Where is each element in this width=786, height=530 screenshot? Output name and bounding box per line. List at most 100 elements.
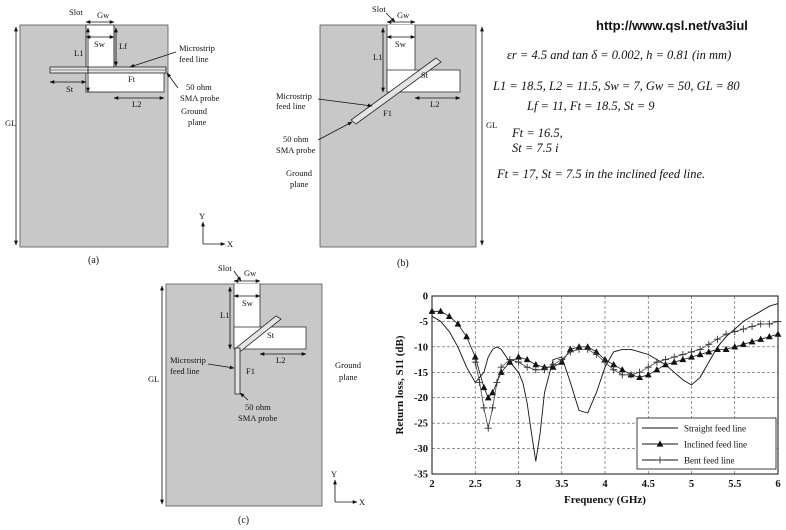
point-inclined-feed-line xyxy=(515,353,522,360)
x-tick-label: 2 xyxy=(429,479,434,490)
point-bent-feed-line xyxy=(696,345,704,353)
point-inclined-feed-line xyxy=(653,366,661,373)
x-tick-label: 5.5 xyxy=(728,479,741,490)
point-bent-feed-line xyxy=(480,404,488,412)
axis-y-c: Y xyxy=(331,469,337,479)
point-inclined-feed-line xyxy=(714,345,721,352)
point-inclined-feed-line xyxy=(437,307,445,314)
legend-label-bent-feed-line: Bent feed line xyxy=(684,456,734,466)
y-tick-label: -35 xyxy=(414,470,428,481)
x-tick-label: 2.5 xyxy=(469,479,482,490)
point-bent-feed-line xyxy=(575,345,583,353)
label-slot-b: Slot xyxy=(372,4,386,14)
point-bent-feed-line xyxy=(493,378,501,386)
legend-marker-bent-feed-line xyxy=(656,456,664,464)
point-bent-feed-line xyxy=(515,358,522,366)
point-inclined-feed-line xyxy=(445,312,453,319)
point-inclined-feed-line xyxy=(454,320,462,327)
label-f1-c: F1 xyxy=(246,366,255,376)
caption-c: (c) xyxy=(238,515,249,526)
point-bent-feed-line xyxy=(471,358,479,366)
caption-b: (b) xyxy=(397,258,409,269)
legend-label-inclined-feed-line: Inclined feed line xyxy=(684,440,747,450)
point-inclined-feed-line xyxy=(705,348,713,355)
equation-line-2: L1 = 18.5, L2 = 11.5, Sw = 7, Gw = 50, G… xyxy=(492,79,740,93)
panel-b: Slot Gw Sw L1 St L2 F1 GL Microstrip fee… xyxy=(276,4,497,269)
legend-marker-inclined-feed-line xyxy=(656,440,664,447)
label-l1-c: L1 xyxy=(220,310,229,320)
point-inclined-feed-line xyxy=(757,335,765,342)
point-bent-feed-line xyxy=(476,378,484,386)
label-ft-a: Ft xyxy=(128,74,136,84)
point-bent-feed-line xyxy=(610,366,618,374)
point-bent-feed-line xyxy=(722,330,730,338)
point-bent-feed-line xyxy=(566,348,574,356)
y-tick-label: -30 xyxy=(414,444,428,455)
point-inclined-feed-line xyxy=(696,350,704,358)
label-probe1-a: 50 ohm xyxy=(186,82,212,92)
label-feed2-c: feed line xyxy=(170,366,200,376)
x-axis-label: Frequency (GHz) xyxy=(564,494,646,506)
inclined-feed-b xyxy=(350,57,442,125)
label-probe2-a: SMA probe xyxy=(180,93,220,103)
label-probe1-c: 50 ohm xyxy=(245,402,271,412)
y-tick-label: -25 xyxy=(414,419,428,430)
point-bent-feed-line xyxy=(497,363,505,371)
x-tick-label: 4.5 xyxy=(642,479,655,490)
x-tick-label: 6 xyxy=(775,479,780,490)
x-tick-label: 3 xyxy=(516,479,521,490)
chart-series xyxy=(428,303,782,462)
equation-line-1: εr = 4.5 and tan δ = 0.002, h = 0.81 (in… xyxy=(507,48,731,62)
point-bent-feed-line xyxy=(739,325,747,333)
point-inclined-feed-line xyxy=(679,355,687,363)
point-inclined-feed-line xyxy=(480,383,488,391)
source-url: http://www.qsl.net/va3iul xyxy=(596,18,748,33)
label-l2-a: L2 xyxy=(132,99,141,109)
equation-line-6: Ft = 17, St = 7.5 in the inclined feed l… xyxy=(496,167,705,181)
label-st-a: St xyxy=(66,84,74,94)
label-gw-a: Gw xyxy=(97,10,110,20)
point-bent-feed-line xyxy=(506,356,514,364)
panel-c: Slot Gw Sw L1 St L2 F1 GL Microstrip fee… xyxy=(148,263,365,526)
point-inclined-feed-line xyxy=(644,371,652,378)
label-feed1-a: Microstrip xyxy=(179,43,215,53)
point-bent-feed-line xyxy=(713,335,721,343)
label-ground2-a: plane xyxy=(188,117,207,127)
plot-frame xyxy=(431,295,779,475)
point-bent-feed-line xyxy=(523,363,531,371)
axis-y-a: Y xyxy=(199,211,205,221)
label-ft-b: F1 xyxy=(383,108,392,118)
point-bent-feed-line xyxy=(679,350,687,358)
point-bent-feed-line xyxy=(765,320,773,328)
label-probe1-b: 50 ohm xyxy=(283,134,309,144)
point-inclined-feed-line xyxy=(636,373,643,380)
panel-a: Slot Gw Sw L1 Lf Ft St L2 GL Microstrip … xyxy=(5,7,233,266)
point-bent-feed-line xyxy=(558,356,566,364)
point-inclined-feed-line xyxy=(722,345,730,352)
y-tick-label: -15 xyxy=(414,368,428,379)
point-inclined-feed-line xyxy=(670,358,678,365)
label-lf-a: Lf xyxy=(119,41,127,51)
point-bent-feed-line xyxy=(484,424,492,432)
label-gl-b: GL xyxy=(486,120,497,130)
label-ground1-c: Ground xyxy=(335,360,362,370)
label-feed1-c: Microstrip xyxy=(170,355,206,365)
label-st-b: St xyxy=(421,70,429,80)
point-bent-feed-line xyxy=(757,320,765,328)
axis-x-a: X xyxy=(227,239,233,249)
point-inclined-feed-line xyxy=(618,366,626,373)
point-inclined-feed-line xyxy=(484,394,492,401)
point-bent-feed-line xyxy=(705,340,713,348)
label-feed2-b: feed line xyxy=(276,101,306,111)
label-ground1-b: Ground xyxy=(286,168,313,178)
label-gl-a: GL xyxy=(5,118,16,128)
point-bent-feed-line xyxy=(532,366,540,374)
label-feed1-b: Microstrip xyxy=(276,91,312,101)
label-st-c: St xyxy=(267,330,275,340)
label-feed2-a: feed line xyxy=(179,54,209,64)
y-tick-label: -20 xyxy=(414,393,428,404)
label-probe2-b: SMA probe xyxy=(276,145,316,155)
